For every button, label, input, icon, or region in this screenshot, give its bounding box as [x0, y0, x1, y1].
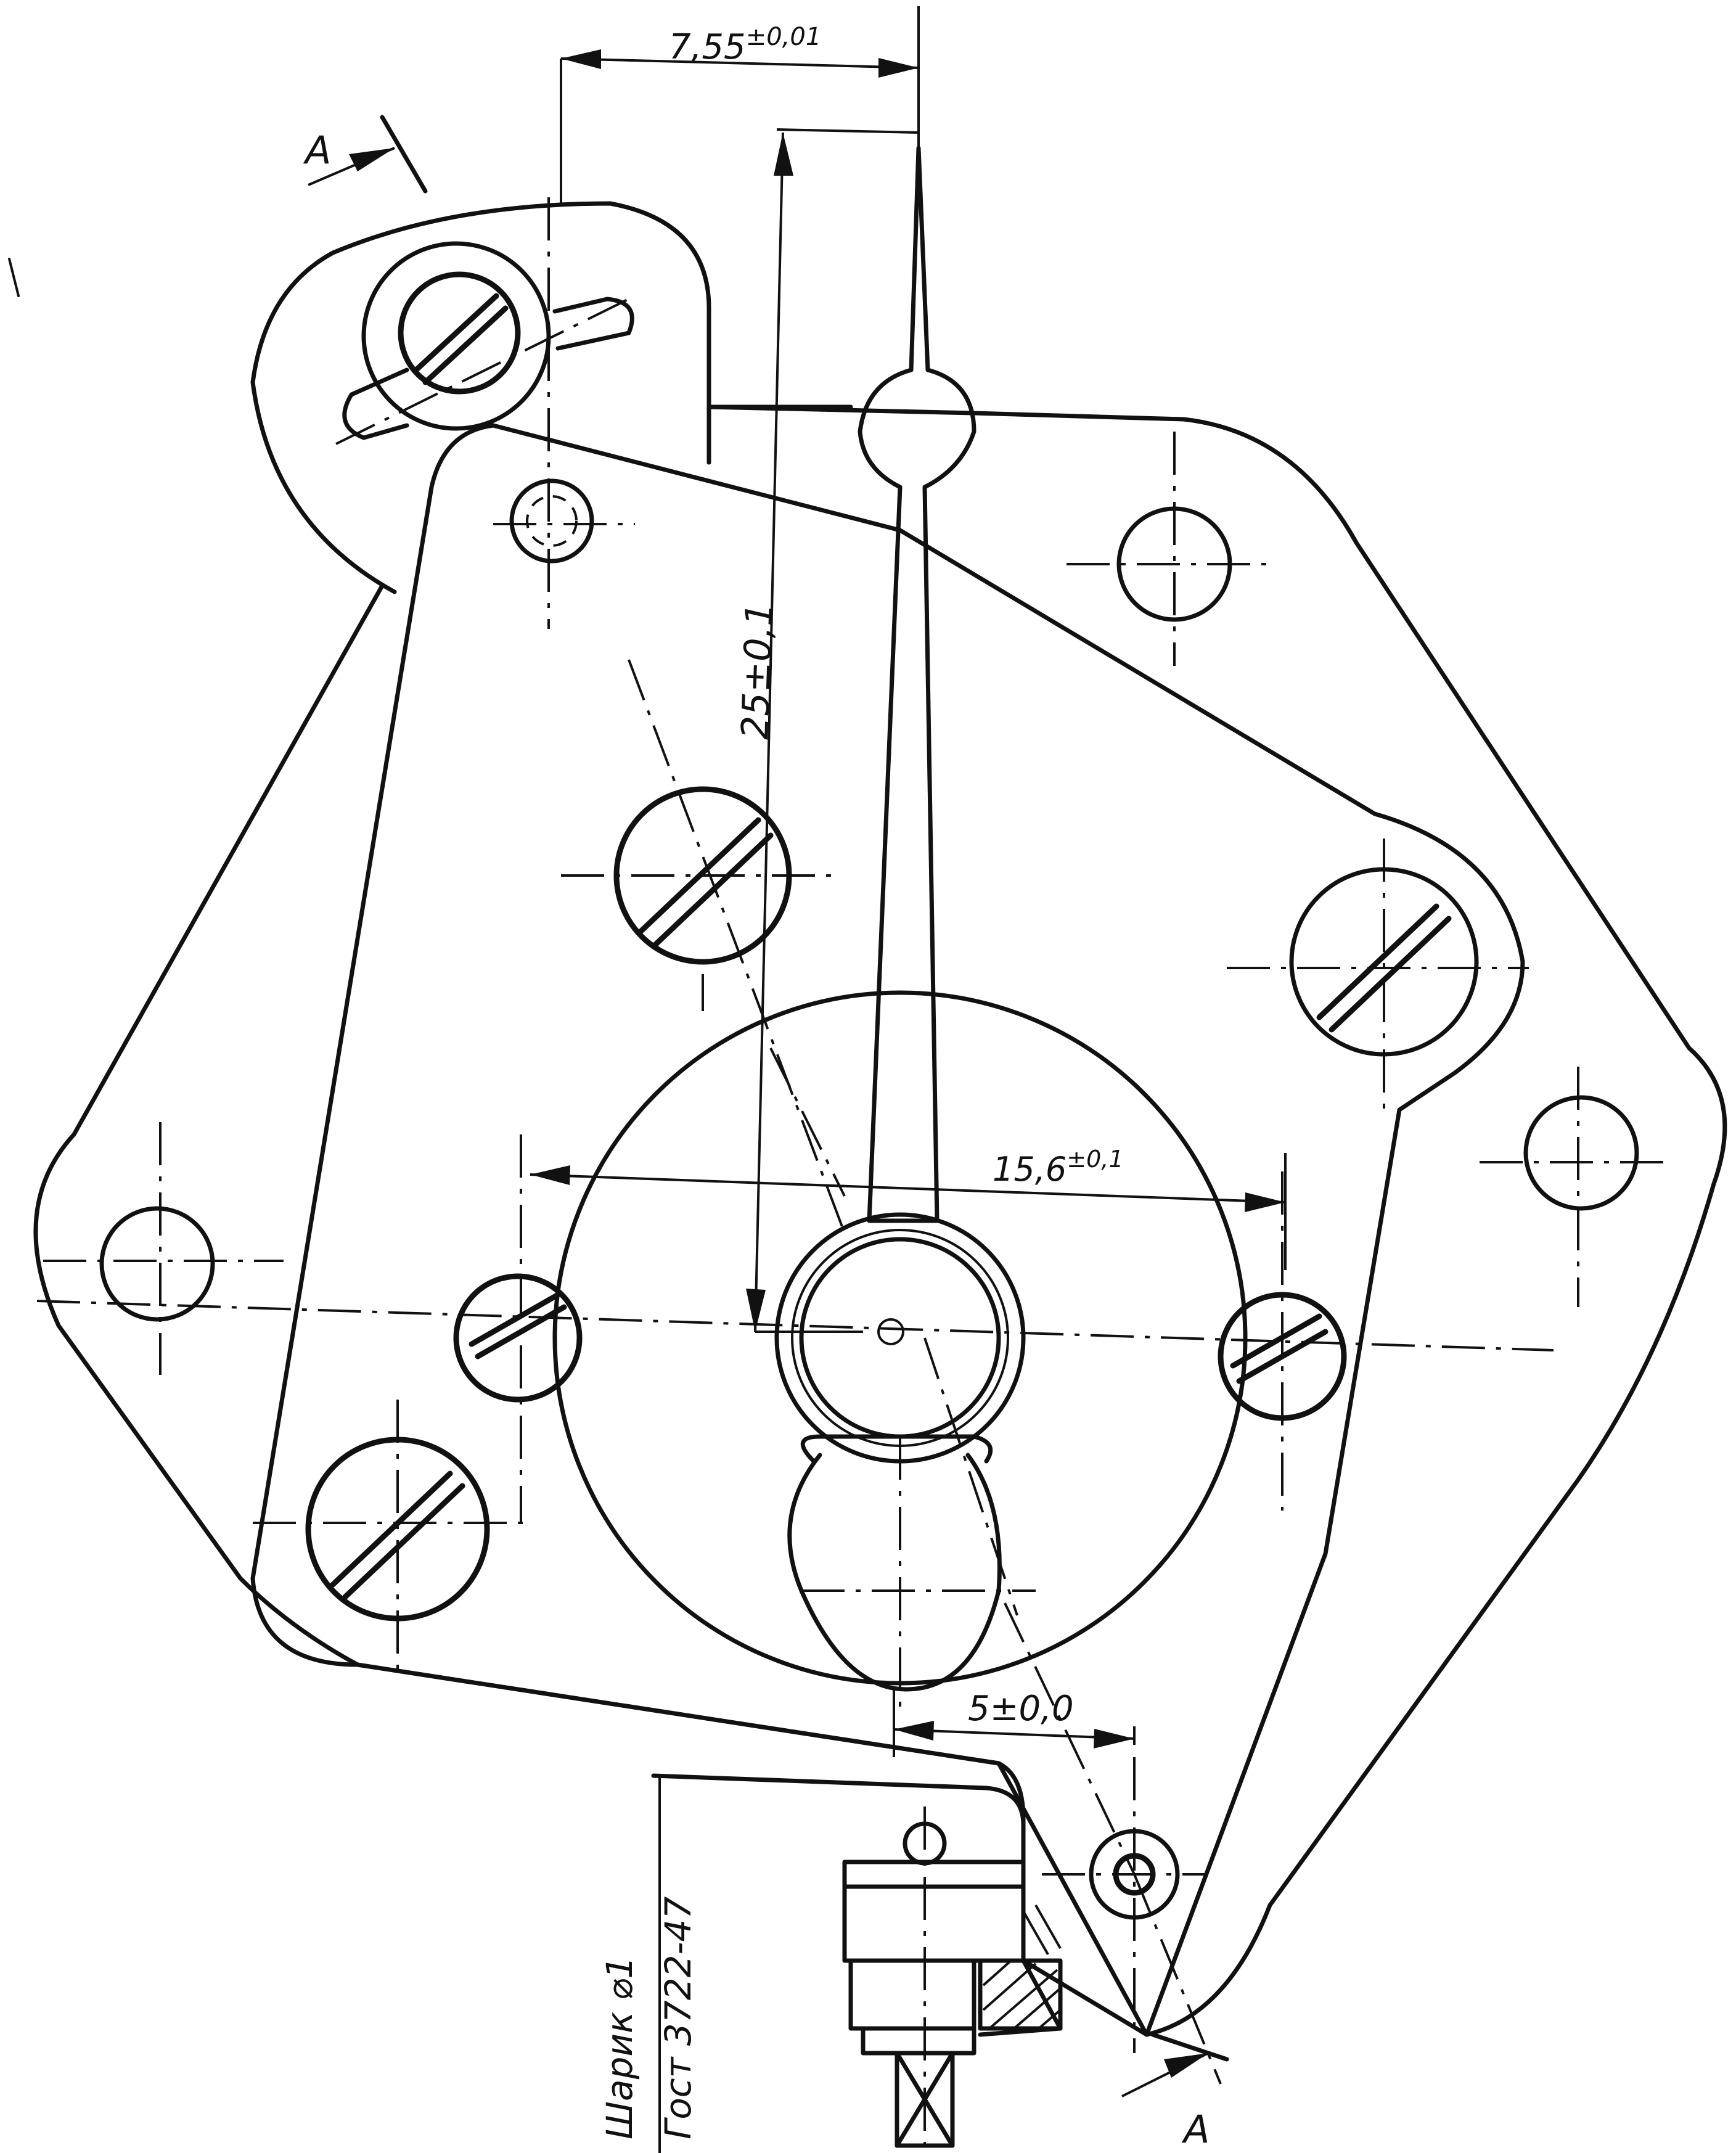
lever-arm — [250, 201, 711, 594]
hub-center — [877, 1318, 904, 1345]
screw-dial-left — [453, 1273, 583, 1403]
hole-far-right — [1523, 1095, 1639, 1211]
hole-far-left — [99, 1206, 215, 1322]
section-label-bottom: A — [1181, 2107, 1210, 2152]
counterweight — [787, 1453, 1002, 1692]
lever-boss-inner — [398, 271, 521, 395]
base-plate-outline — [33, 404, 1727, 2037]
dim-horizontal: 15,6±0,1 — [993, 1146, 1124, 1189]
dim-vertical: 25±0,1 — [734, 602, 782, 740]
dim-lower-offset: 5±0,0 — [968, 1689, 1074, 1729]
note-ball: Шарик ⌀1 — [599, 1956, 641, 2139]
main-plate-top-edge — [491, 423, 1525, 2037]
pivot-hole-top — [509, 478, 594, 564]
section-label-top: A — [303, 128, 331, 173]
ball-detent-assembly — [651, 1773, 1063, 2153]
lever-slot — [552, 297, 634, 351]
lever-boss-outer — [361, 241, 551, 431]
dim-top-offset: 7,55±0,01 — [669, 23, 821, 67]
note-standard: Гост 3722-47 — [657, 1897, 699, 2139]
pointer-needle — [858, 146, 976, 1223]
main-plate-outline — [250, 423, 1149, 2037]
